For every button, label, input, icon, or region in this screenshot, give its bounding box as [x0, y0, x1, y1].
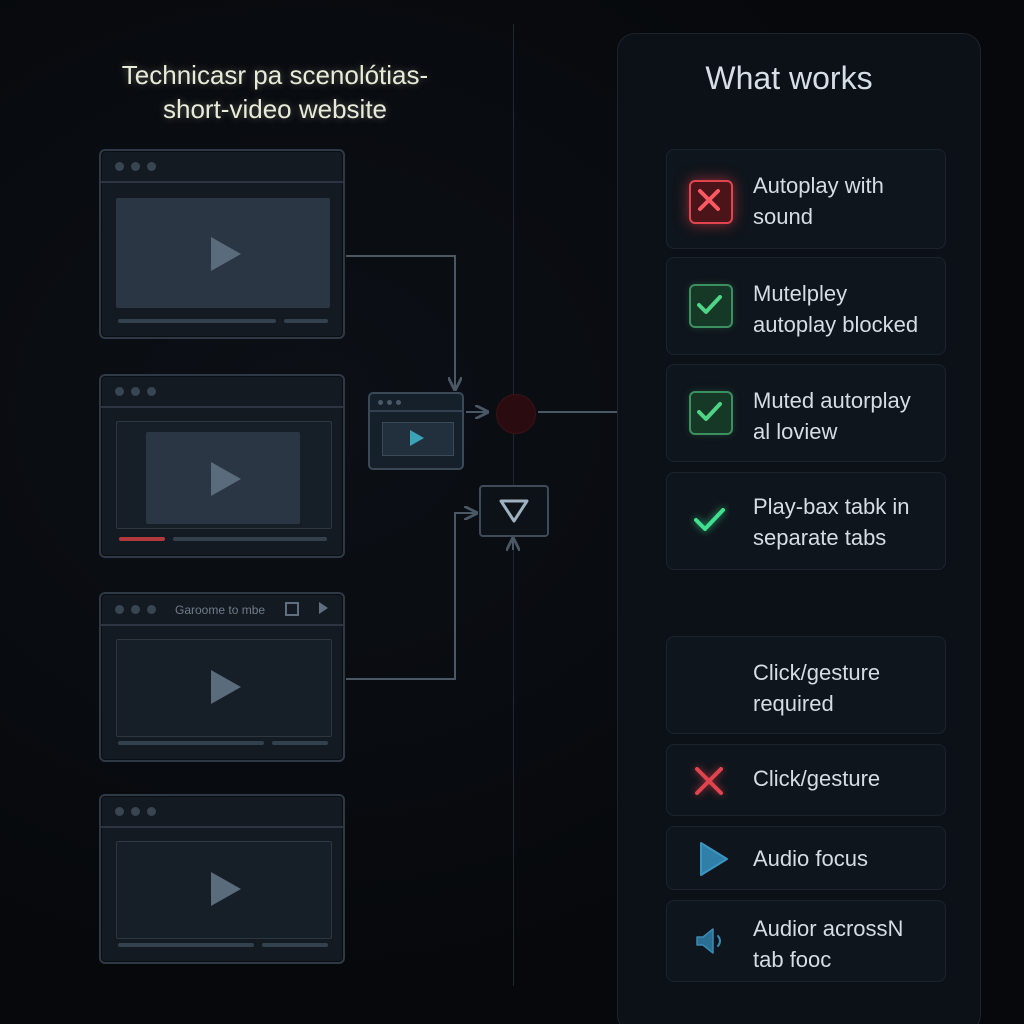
down-triangle-icon — [499, 499, 529, 523]
window-dot-icon — [396, 400, 401, 405]
result-label: Click/gesture — [753, 766, 881, 791]
result-label: Play-bax tabk in separate tabs — [753, 494, 910, 550]
triangle-box — [479, 485, 549, 537]
tab-play-icon[interactable] — [319, 602, 328, 614]
progress-bar[interactable] — [118, 943, 254, 947]
result-card-playback-separate-tabs: Play-bax tabk in separate tabs — [666, 472, 946, 570]
window-dot-icon — [115, 807, 124, 816]
window-dot-icon — [131, 807, 140, 816]
browser-titlebar — [101, 796, 343, 828]
diagram-title-line-1: Technicasr pa scenolótias- — [121, 60, 429, 90]
play-icon[interactable] — [211, 670, 241, 704]
progress-bar[interactable] — [118, 319, 276, 323]
diagram-title: Technicasr pa scenolótias- short-video w… — [40, 58, 510, 126]
progress-bar[interactable] — [173, 537, 327, 541]
browser-window-4 — [99, 794, 345, 964]
result-card-audio-across-tab-focus: Audior acrossN tab fooc — [666, 900, 946, 982]
check-icon — [689, 499, 729, 539]
result-card-muted-autoplay-allowed: Muted autorplay al loview — [666, 364, 946, 462]
mini-browser-window — [368, 392, 464, 470]
window-dot-icon — [147, 605, 156, 614]
diagram-title-line-2: short-video website — [163, 94, 387, 124]
window-dot-icon — [131, 162, 140, 171]
window-dot-icon — [147, 162, 156, 171]
result-card-click-gesture: Click/gesture — [666, 744, 946, 816]
window-dot-icon — [115, 387, 124, 396]
check-icon — [689, 284, 733, 328]
hub-circle — [496, 394, 536, 434]
play-icon[interactable] — [211, 237, 241, 271]
result-label: Muted autorplay al loview — [753, 388, 911, 444]
result-card-click-gesture-required: Click/gesture required — [666, 636, 946, 734]
progress-bar-remaining — [262, 943, 328, 947]
progress-bar[interactable] — [118, 741, 264, 745]
window-dot-icon — [387, 400, 392, 405]
window-dot-icon — [147, 807, 156, 816]
window-dot-icon — [115, 605, 124, 614]
result-label: Audio focus — [753, 846, 868, 871]
result-card-muted-autoplay-blocked: Mutelpley autoplay blocked — [666, 257, 946, 355]
result-card-audio-focus: Audio focus — [666, 826, 946, 890]
square-icon[interactable] — [285, 602, 299, 616]
browser-tab-title[interactable]: Garoome to mbe — [175, 603, 266, 617]
window-dot-icon — [115, 162, 124, 171]
browser-titlebar: Garoome to mbe — [101, 594, 343, 626]
browser-window-1 — [99, 149, 345, 339]
panel-title: What works — [705, 60, 873, 96]
play-icon[interactable] — [211, 462, 241, 496]
browser-titlebar — [101, 151, 343, 183]
mini-browser-titlebar — [370, 394, 462, 412]
progress-bar-remaining — [272, 741, 328, 745]
browser-titlebar — [101, 376, 343, 408]
x-icon — [689, 761, 729, 801]
connector-browser1-to-mini — [346, 255, 455, 388]
result-label: Mutelpley autoplay blocked — [753, 281, 919, 337]
window-dot-icon — [131, 605, 140, 614]
connector-browser3-to-triangle — [346, 513, 475, 680]
progress-bar-played[interactable] — [119, 537, 165, 541]
browser-window-2 — [99, 374, 345, 558]
play-icon[interactable] — [410, 430, 424, 446]
window-dot-icon — [378, 400, 383, 405]
browser-window-3: Garoome to mbe — [99, 592, 345, 762]
result-label: Click/gesture required — [753, 660, 881, 716]
result-label: Audior acrossN tab fooc — [753, 916, 904, 972]
result-label: Autoplay with sound — [753, 173, 884, 229]
result-card-autoplay-with-sound: Autoplay with sound — [666, 149, 946, 249]
speaker-icon — [691, 921, 731, 961]
progress-bar-remaining — [284, 319, 328, 323]
window-dot-icon — [147, 387, 156, 396]
play-icon[interactable] — [211, 872, 241, 906]
window-dot-icon — [131, 387, 140, 396]
play-icon — [693, 839, 733, 879]
x-icon — [689, 180, 733, 224]
check-icon — [689, 391, 733, 435]
